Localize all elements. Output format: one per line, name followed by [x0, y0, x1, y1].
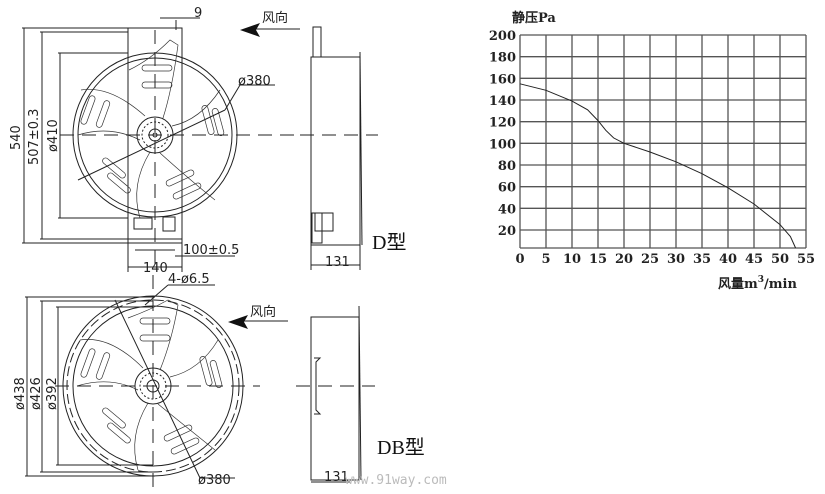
x-tick-label: 5	[541, 252, 550, 267]
x-tick-label: 35	[693, 252, 711, 267]
x-tick-label: 50	[771, 252, 789, 267]
dim-mount-diameter: ø426	[29, 377, 44, 410]
db-type-title: DB型	[377, 436, 425, 459]
dim-top-tab: 9	[194, 6, 202, 21]
d-type-front-view	[22, 17, 300, 272]
x-tick-label: 30	[667, 252, 685, 267]
x-tick-label: 45	[745, 252, 763, 267]
wind-direction-arrow-icon	[228, 315, 248, 329]
d-type-title: D型	[372, 231, 406, 254]
watermark: www.91way.com	[345, 473, 447, 488]
y-tick-label: 180	[489, 51, 516, 66]
dim-outer-diameter: ø438	[13, 377, 28, 410]
dim-blade-diameter: ø380	[198, 473, 231, 488]
y-tick-label: 40	[498, 202, 516, 217]
x-axis-label: 风量m3/min	[718, 275, 797, 292]
d-type-side-view	[300, 26, 378, 270]
dim-mount-spacing: 507±0.3	[27, 109, 42, 165]
y-tick-label: 80	[498, 159, 516, 174]
x-tick-label: 0	[515, 252, 524, 267]
dim-depth: 131	[325, 255, 350, 270]
y-tick-label: 200	[489, 29, 516, 44]
wind-direction-label: 风向	[262, 10, 288, 26]
x-tick-label: 10	[563, 252, 581, 267]
wind-direction-arrow-icon	[240, 23, 260, 37]
pressure-flow-chart: 0 5 10 15 20 25 30 35 40 45 50 55 20 40 60 80 100 120 140 1…	[489, 10, 815, 292]
series-line	[519, 83, 797, 249]
y-tick-label: 140	[489, 94, 516, 109]
dim-ring-diameter: ø410	[46, 119, 61, 152]
x-tick-label: 25	[641, 252, 659, 267]
dim-height: 540	[9, 125, 24, 150]
y-axis-label: 静压Pa	[512, 10, 556, 26]
dim-bracket-width: 140	[143, 261, 168, 276]
x-tick-label: 55	[797, 252, 815, 267]
y-tick-label: 60	[498, 181, 516, 196]
x-tick-label: 20	[615, 252, 633, 267]
db-type-side-view	[296, 305, 375, 483]
y-tick-label: 20	[498, 224, 516, 239]
db-type-front-view	[25, 275, 288, 494]
dim-depth: 131	[324, 470, 349, 485]
y-tick-label: 120	[489, 116, 516, 131]
dim-blade-diameter: ø380	[238, 74, 271, 89]
wind-direction-label: 风向	[250, 304, 276, 320]
dim-holes: 4-ø6.5	[168, 272, 210, 287]
x-tick-label: 15	[589, 252, 607, 267]
dim-slot-spacing: 100±0.5	[183, 243, 239, 258]
dim-inner-diameter: ø392	[45, 377, 60, 410]
y-tick-label: 160	[489, 72, 516, 87]
x-tick-label: 40	[719, 252, 737, 267]
y-tick-label: 100	[489, 137, 516, 152]
